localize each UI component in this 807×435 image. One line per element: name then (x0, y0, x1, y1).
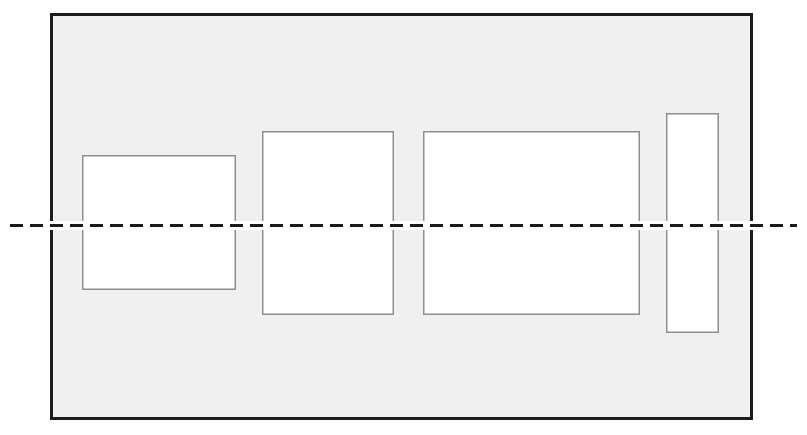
diagram-canvas (10, 13, 797, 420)
diagram-svg (10, 13, 797, 420)
